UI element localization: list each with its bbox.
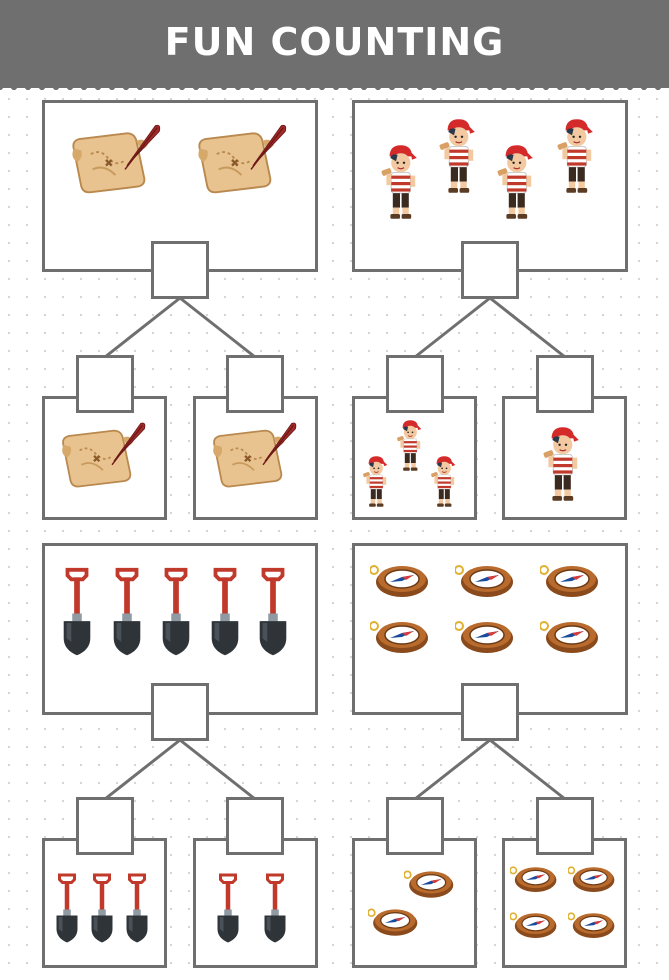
shovel-icon (52, 872, 82, 947)
compass-icon (509, 864, 558, 897)
pirate-kid-icon (496, 142, 536, 226)
compass-icon (367, 906, 419, 941)
pirate-kid-icon (362, 454, 390, 513)
compass-right-box (502, 838, 627, 968)
shovel-total-answer-box[interactable] (151, 683, 209, 741)
treasure-map-with-quill-icon (58, 418, 148, 494)
compass-left-box (352, 838, 477, 968)
pirate-kid-icon (430, 454, 458, 513)
compass-icon (369, 562, 430, 602)
pirate-kid-icon (380, 142, 420, 226)
shovel-left-answer-box[interactable] (76, 797, 134, 855)
compass-icon (454, 562, 515, 602)
shovel-icon (122, 872, 152, 947)
compass-icon (567, 910, 616, 943)
shovel-right-box (193, 838, 318, 968)
compass-icon (567, 864, 616, 897)
map-right-answer-box[interactable] (226, 355, 284, 413)
treasure-map-with-quill-icon (209, 418, 299, 494)
pirate-total-answer-box[interactable] (461, 241, 519, 299)
compass-icon (369, 618, 430, 658)
compass-right-answer-box[interactable] (536, 797, 594, 855)
shovel-icon (260, 872, 290, 947)
zigzag-edge (0, 78, 669, 90)
compass-icon (403, 868, 455, 903)
pirate-kid-icon (556, 116, 596, 200)
pirate-kid-icon (438, 116, 478, 200)
pirate-right-answer-box[interactable] (536, 355, 594, 413)
compass-total-answer-box[interactable] (461, 683, 519, 741)
header-banner: FUN COUNTING (0, 0, 669, 90)
pirate-kid-icon (396, 418, 424, 477)
shovel-icon (157, 566, 195, 660)
page-title: FUN COUNTING (164, 20, 505, 64)
compass-icon (509, 910, 558, 943)
shovel-icon (254, 566, 292, 660)
pirate-kid-icon (542, 424, 582, 508)
map-total-answer-box[interactable] (151, 241, 209, 299)
shovel-icon (206, 566, 244, 660)
compass-left-answer-box[interactable] (386, 797, 444, 855)
pirate-left-answer-box[interactable] (386, 355, 444, 413)
compass-icon (539, 618, 600, 658)
shovel-left-box (42, 838, 167, 968)
shovel-icon (58, 566, 96, 660)
shovel-icon (213, 872, 243, 947)
treasure-map-with-quill-icon (68, 120, 163, 200)
compass-icon (454, 618, 515, 658)
shovel-icon (87, 872, 117, 947)
treasure-map-with-quill-icon (194, 120, 289, 200)
compass-icon (539, 562, 600, 602)
map-left-answer-box[interactable] (76, 355, 134, 413)
shovel-right-answer-box[interactable] (226, 797, 284, 855)
shovel-icon (108, 566, 146, 660)
